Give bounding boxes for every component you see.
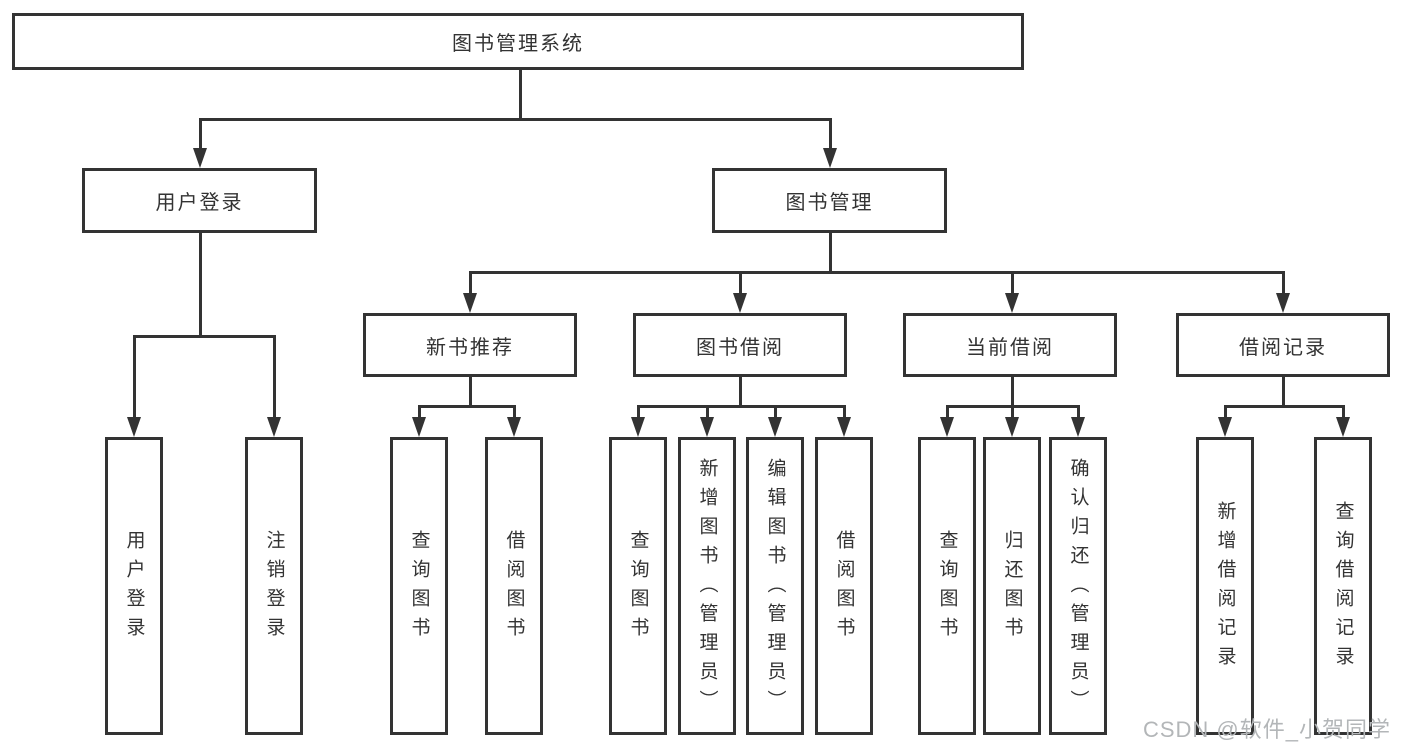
connector-line bbox=[1281, 271, 1285, 297]
leaf-logout-login: 注销登录 bbox=[245, 437, 303, 735]
connector-line bbox=[468, 377, 472, 407]
arrow-down-icon bbox=[700, 417, 714, 437]
leaf-borrow-books-borrowing: 借阅图书 bbox=[815, 437, 873, 735]
connector-line bbox=[512, 405, 516, 421]
connector-line bbox=[1281, 377, 1285, 407]
leaf-edit-books-admin: 编辑图书（管理员） bbox=[746, 437, 804, 735]
connector-line bbox=[1223, 405, 1227, 421]
leaf-user-login: 用户登录 bbox=[105, 437, 163, 735]
node-book-management: 图书管理 bbox=[712, 168, 947, 233]
arrow-down-icon bbox=[1071, 417, 1085, 437]
node-current-borrowing: 当前借阅 bbox=[903, 313, 1117, 377]
leaf-borrow-books-recommend: 借阅图书 bbox=[485, 437, 543, 735]
arrow-down-icon bbox=[1218, 417, 1232, 437]
leaf-query-books-current: 查询图书 bbox=[918, 437, 976, 735]
node-user-login: 用户登录 bbox=[82, 168, 317, 233]
connector-line bbox=[1223, 405, 1345, 408]
connector-line bbox=[705, 405, 709, 421]
arrow-down-icon bbox=[412, 417, 426, 437]
arrow-down-icon bbox=[940, 417, 954, 437]
leaf-add-books-admin: 新增图书（管理员） bbox=[678, 437, 736, 735]
connector-line bbox=[417, 405, 421, 421]
arrow-down-icon bbox=[1005, 293, 1019, 313]
connector-line bbox=[828, 233, 832, 273]
connector-line bbox=[198, 118, 832, 121]
connector-line bbox=[842, 405, 846, 421]
connector-line bbox=[272, 335, 276, 421]
arrow-down-icon bbox=[1336, 417, 1350, 437]
connector-line bbox=[738, 377, 742, 407]
leaf-query-books-recommend: 查询图书 bbox=[390, 437, 448, 735]
arrow-down-icon bbox=[463, 293, 477, 313]
arrow-down-icon bbox=[1005, 417, 1019, 437]
connector-line bbox=[417, 405, 516, 408]
leaf-query-books-borrowing: 查询图书 bbox=[609, 437, 667, 735]
arrow-down-icon bbox=[193, 148, 207, 168]
connector-line bbox=[198, 118, 202, 152]
leaf-query-borrow-record: 查询借阅记录 bbox=[1314, 437, 1372, 735]
connector-line bbox=[468, 271, 1285, 274]
connector-line bbox=[1076, 405, 1080, 421]
connector-line bbox=[1010, 405, 1014, 421]
leaf-return-books: 归还图书 bbox=[983, 437, 1041, 735]
connector-line bbox=[945, 405, 949, 421]
arrow-down-icon bbox=[837, 417, 851, 437]
arrow-down-icon bbox=[631, 417, 645, 437]
node-borrowing-records: 借阅记录 bbox=[1176, 313, 1390, 377]
arrow-down-icon bbox=[127, 417, 141, 437]
csdn-watermark: CSDN @软件_小贺同学 bbox=[1142, 717, 1391, 742]
arrow-down-icon bbox=[507, 417, 521, 437]
connector-line bbox=[1010, 377, 1014, 407]
connector-line bbox=[132, 335, 136, 421]
connector-line bbox=[738, 271, 742, 297]
connector-line bbox=[198, 233, 202, 337]
arrow-down-icon bbox=[267, 417, 281, 437]
node-root: 图书管理系统 bbox=[12, 13, 1024, 70]
arrow-down-icon bbox=[823, 148, 837, 168]
connector-line bbox=[1010, 271, 1014, 297]
node-new-book-recommendation: 新书推荐 bbox=[363, 313, 577, 377]
connector-line bbox=[132, 335, 276, 338]
arrow-down-icon bbox=[1276, 293, 1290, 313]
connector-line bbox=[636, 405, 640, 421]
connector-line bbox=[518, 70, 522, 121]
leaf-confirm-return-admin: 确认归还（管理员） bbox=[1049, 437, 1107, 735]
connector-line bbox=[468, 271, 472, 297]
connector-line bbox=[636, 405, 846, 408]
node-book-borrowing: 图书借阅 bbox=[633, 313, 847, 377]
leaf-add-borrow-record: 新增借阅记录 bbox=[1196, 437, 1254, 735]
connector-line bbox=[1341, 405, 1345, 421]
arrow-down-icon bbox=[768, 417, 782, 437]
arrow-down-icon bbox=[733, 293, 747, 313]
connector-line bbox=[828, 118, 832, 152]
connector-line bbox=[773, 405, 777, 421]
